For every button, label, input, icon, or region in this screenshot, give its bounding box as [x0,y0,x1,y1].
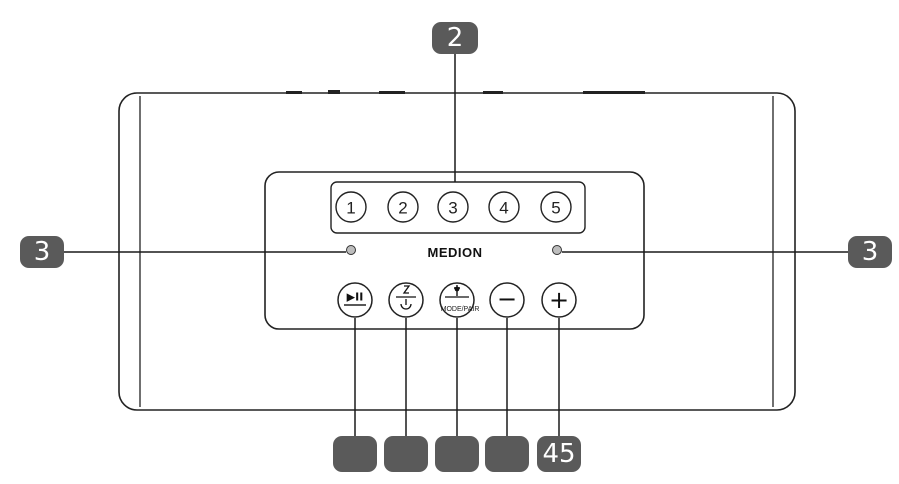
play-pause-button[interactable]: ▶II [337,282,373,318]
callout-badge-bottom-4 [485,436,529,472]
svg-text:45: 45 [542,439,575,469]
callout-badge-right: 3 [848,236,892,268]
preset-label-5: 5 [551,199,560,218]
svg-text:3: 3 [862,237,879,267]
volume-up-icon: + [549,286,569,314]
volume-down-button[interactable]: − [489,282,525,318]
callout-lines [64,52,848,438]
callout-badge-bottom-3 [435,436,479,472]
mode-pair-label: MODE/PAIR [441,306,480,313]
play-pause-icon: ▶II [347,291,364,304]
led-left [346,245,356,255]
preset-label-3: 3 [448,199,457,218]
svg-text:3: 3 [34,237,51,267]
preset-button-3[interactable]: 3 [437,191,469,223]
preset-button-1[interactable]: 1 [335,191,367,223]
volume-up-button[interactable]: + [541,282,577,318]
preset-button-4[interactable]: 4 [488,191,520,223]
brand-logo: MEDION [428,245,483,260]
preset-label-1: 1 [346,199,355,218]
volume-down-icon: − [497,285,517,313]
preset-label-4: 4 [499,199,508,218]
callout-badge-bottom-2 [384,436,428,472]
callout-badge-bottom-5: 45 [537,436,581,472]
callout-badge-bottom-1 [333,436,377,472]
alarm-power-icon [396,285,416,310]
mode-pair-button[interactable]: MODE/PAIR [439,282,480,318]
preset-label-2: 2 [398,199,407,218]
svg-text:2: 2 [447,23,464,53]
callout-badge-top: 2 [432,22,478,54]
callout-badge-left: 3 [20,236,64,268]
led-right [552,245,562,255]
mode-pair-icon [445,285,469,298]
preset-button-5[interactable]: 5 [540,191,572,223]
preset-button-2[interactable]: 2 [387,191,419,223]
alarm-power-button[interactable] [388,282,424,318]
